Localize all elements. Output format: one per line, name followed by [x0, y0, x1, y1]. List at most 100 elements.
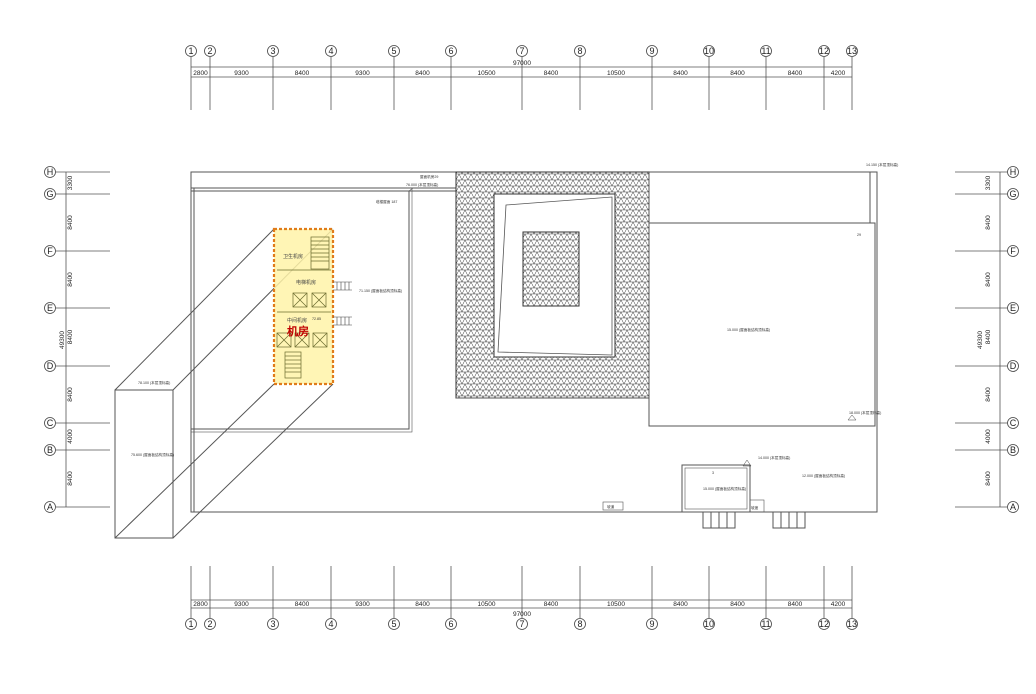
- row-spacing: 8400: [67, 329, 74, 344]
- row-spacing: 8400: [67, 471, 74, 486]
- row-label: D: [1010, 361, 1017, 371]
- note-room-3: 3: [712, 471, 714, 475]
- note-tower: 塔楼屋面 187: [376, 199, 397, 204]
- column-bubble: [818, 45, 830, 57]
- tower-block: [190, 187, 414, 433]
- row-spacing: 8400: [67, 387, 74, 402]
- column-bubble: [703, 618, 715, 630]
- room-label-3: 中间机房: [287, 317, 307, 324]
- note-elev-5: 15.000 (屋面板结构顶标高): [703, 486, 746, 491]
- machine-room-label: 机房: [287, 324, 309, 338]
- row-label: B: [1010, 445, 1016, 455]
- column-label: 1: [188, 46, 193, 56]
- row-label: G: [46, 189, 53, 199]
- column-bubble: [646, 45, 658, 57]
- column-bubble: [574, 618, 586, 630]
- column-bubble: [325, 45, 337, 57]
- column-spacing: 8400: [295, 601, 310, 608]
- ramp-sign: [602, 501, 624, 511]
- column-spacing: 4200: [831, 70, 846, 77]
- note-room-29: 29: [857, 233, 861, 237]
- column-spacing: 9300: [234, 601, 249, 608]
- column-bubble: [445, 45, 457, 57]
- column-label: 13: [847, 46, 857, 56]
- column-label: 2: [207, 619, 212, 629]
- row-label: E: [1010, 303, 1016, 313]
- column-bubble: [185, 618, 197, 630]
- row-bubble: [44, 360, 56, 372]
- column-label: 2: [207, 46, 212, 56]
- row-label: D: [47, 361, 54, 371]
- column-spacing: 2800: [193, 70, 208, 77]
- row-bubble: [1007, 166, 1019, 178]
- courtyard-inner-skew: [497, 196, 613, 356]
- row-spacing: 4000: [67, 429, 74, 444]
- column-bubble: [760, 45, 772, 57]
- column-bubble: [703, 45, 715, 57]
- note-ramp: 坡道: [607, 504, 615, 509]
- column-label: 3: [270, 46, 275, 56]
- elevator-shaft-2: [311, 292, 327, 308]
- courtyard-center-hatch: [522, 231, 580, 307]
- row-spacing: 8400: [67, 215, 74, 230]
- column-label: 12: [819, 619, 829, 629]
- column-label: 10: [704, 619, 714, 629]
- room-label-2: 电梯机房: [296, 279, 316, 286]
- column-label: 7: [519, 46, 524, 56]
- tower-outline-offset: [190, 187, 413, 433]
- column-spacing: 8400: [788, 70, 803, 77]
- column-label: 9: [649, 46, 654, 56]
- row-bubble: [1007, 188, 1019, 200]
- column-bubble: [574, 45, 586, 57]
- column-spacing: 2800: [193, 601, 208, 608]
- column-label: 6: [448, 619, 453, 629]
- note-elev-8: 14.150 (本层顶标高): [866, 162, 898, 167]
- column-spacing: 10500: [477, 601, 495, 608]
- row-spacing: 3300: [985, 175, 992, 190]
- column-label: 4: [328, 46, 333, 56]
- row-total: 49300: [59, 331, 66, 349]
- column-label: 10: [704, 46, 714, 56]
- note-elev-9: 75.600 (屋面板结构顶标高): [131, 452, 174, 457]
- column-bubble: [185, 45, 197, 57]
- row-label: G: [1009, 189, 1016, 199]
- row-spacing: 8400: [985, 272, 992, 287]
- column-total: 97000: [513, 611, 531, 618]
- column-bubble: [267, 45, 279, 57]
- note-roof: 屋面机房29: [420, 174, 438, 179]
- row-label: A: [47, 502, 53, 512]
- note-elev-3: 15.000 (屋面板结构顶标高): [727, 327, 770, 332]
- column-spacing: 8400: [673, 70, 688, 77]
- row-bubble: [1007, 444, 1019, 456]
- row-bubble: [44, 188, 56, 200]
- row-bubble: [44, 166, 56, 178]
- column-bubble: [818, 618, 830, 630]
- column-spacing: 8400: [788, 601, 803, 608]
- column-spacing: 8400: [295, 70, 310, 77]
- elevator-shaft-3: [276, 332, 292, 348]
- column-label: 8: [577, 619, 582, 629]
- column-bubble: [325, 618, 337, 630]
- row-bubble: [1007, 302, 1019, 314]
- row-label: C: [47, 418, 54, 428]
- column-spacing: 8400: [730, 601, 745, 608]
- row-bubble: [1007, 360, 1019, 372]
- pavilion: [602, 464, 806, 529]
- column-spacing: 8400: [415, 601, 430, 608]
- column-bubble: [760, 618, 772, 630]
- column-spacing: 10500: [477, 70, 495, 77]
- column-label: 12: [819, 46, 829, 56]
- elevator-shaft-5: [312, 332, 328, 348]
- column-label: 4: [328, 619, 333, 629]
- column-spacing: 8400: [730, 70, 745, 77]
- column-spacing: 9300: [355, 70, 370, 77]
- column-bubble: [646, 618, 658, 630]
- courtyard: [455, 171, 650, 399]
- machine-room-highlight[interactable]: 卫生机房 电梯机房 中间机房 机房: [272, 227, 352, 386]
- row-bubble: [1007, 417, 1019, 429]
- east-wing-outline: [648, 222, 876, 427]
- row-spacing: 8400: [67, 272, 74, 287]
- column-label: 13: [847, 619, 857, 629]
- column-label: 8: [577, 46, 582, 56]
